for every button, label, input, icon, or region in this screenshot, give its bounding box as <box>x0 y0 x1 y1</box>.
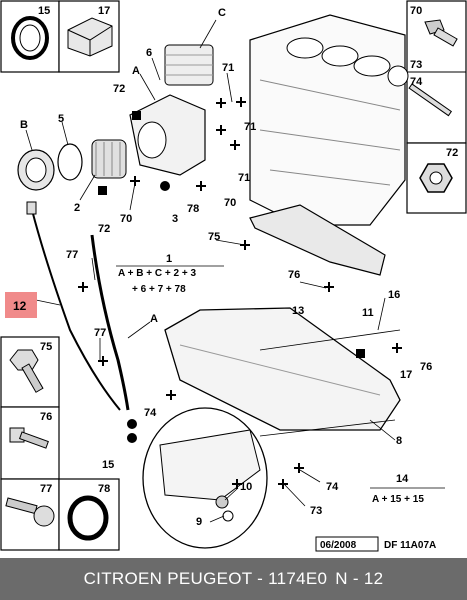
formula-14: A + 15 + 15 <box>372 494 424 505</box>
part-box-72[interactable]: 72 <box>406 142 467 214</box>
callout-11: 11 <box>362 307 374 319</box>
part-box-76[interactable]: 76 <box>0 406 60 480</box>
callout-73-b: 73 <box>310 505 322 517</box>
oil-sump[interactable] <box>164 307 401 431</box>
callout-77-b: 77 <box>94 327 106 339</box>
drawing-stamp: 06/2008 DF 11A07A <box>315 536 436 552</box>
part-box-75[interactable]: 75 <box>0 336 60 408</box>
callout-76-a: 76 <box>288 269 300 281</box>
stamp-date: 06/2008 <box>320 540 357 551</box>
callout-74-b: 74 <box>326 481 339 493</box>
caption-bar: CITROEN PEUGEOT - 1174E0 N - 12 <box>0 558 467 600</box>
engine-block[interactable] <box>249 14 409 226</box>
callout-17: 17 <box>98 5 110 17</box>
caption-code: N - 12 <box>335 569 384 588</box>
dipstick[interactable] <box>26 201 121 411</box>
drain-plug-detail <box>142 407 268 549</box>
callout-74: 74 <box>410 76 423 88</box>
callout-72-a: 72 <box>113 83 125 95</box>
callout-2: 2 <box>74 202 80 214</box>
callout-75-box: 75 <box>40 341 52 353</box>
seal-ring-5[interactable] <box>57 143 83 181</box>
callout-72-box: 72 <box>446 147 458 159</box>
formula-1-line1: A + B + C + 2 + 3 <box>118 268 196 279</box>
callout-78-box: 78 <box>98 483 110 495</box>
highlight-12[interactable] <box>5 292 37 318</box>
callout-13: 13 <box>292 305 304 317</box>
callout-73: 73 <box>410 59 422 71</box>
callout-70-b: 70 <box>224 197 236 209</box>
callout-10: 10 <box>240 481 252 493</box>
callout-5: 5 <box>58 113 64 125</box>
callout-71-a: 71 <box>222 62 234 74</box>
callout-A-mid: A <box>150 313 158 325</box>
leader-lines <box>25 19 401 523</box>
formula-1-line2: + 6 + 7 + 78 <box>132 284 186 295</box>
part-box-17[interactable]: 17 <box>58 0 120 73</box>
oil-filter-element[interactable] <box>91 139 127 179</box>
callout-9: 9 <box>196 516 202 528</box>
marker-squares <box>98 111 365 443</box>
callout-71-c: 71 <box>238 172 250 184</box>
callout-6: 6 <box>146 47 152 59</box>
callout-75-a: 75 <box>208 231 220 243</box>
callout-76-box: 76 <box>40 411 52 423</box>
callout-15: 15 <box>38 5 50 17</box>
callout-16: 16 <box>388 289 400 301</box>
caption-brand: CITROEN PEUGEOT - 1174E0 <box>83 569 328 588</box>
callout-14: 14 <box>396 473 409 485</box>
part-box-15[interactable]: 15 <box>0 0 60 73</box>
callout-8: 8 <box>396 435 402 447</box>
callout-C: C <box>218 7 226 19</box>
callout-78: 78 <box>187 203 199 215</box>
callout-77-box: 77 <box>40 483 52 495</box>
callout-A-top: A <box>132 65 140 77</box>
callout-12: 12 <box>13 299 27 313</box>
parts-diagram: 15 17 70 73 74 72 <box>0 0 467 552</box>
callout-74-a: 74 <box>144 407 157 419</box>
callout-15-b: 15 <box>102 459 114 471</box>
callout-76-b: 76 <box>420 361 432 373</box>
callout-77-a: 77 <box>66 249 78 261</box>
part-box-77[interactable]: 77 <box>0 478 60 551</box>
callout-70: 70 <box>410 5 422 17</box>
stamp-ref: DF 11A07A <box>384 540 436 551</box>
plus-markers <box>78 97 402 489</box>
part-box-78[interactable]: 78 <box>58 478 120 551</box>
filter-cap[interactable] <box>17 149 55 191</box>
oil-filter-housing[interactable] <box>129 44 214 176</box>
callout-71-b: 71 <box>244 121 256 133</box>
callout-17-b: 17 <box>400 369 412 381</box>
baffle-plate[interactable] <box>249 204 386 276</box>
callout-3: 3 <box>172 213 178 225</box>
part-box-70-73-74[interactable]: 70 73 74 <box>406 0 467 144</box>
callout-70-a: 70 <box>120 213 132 225</box>
callout-B: B <box>20 119 28 131</box>
callout-72-b: 72 <box>98 223 110 235</box>
dipstick-tube[interactable] <box>90 234 130 411</box>
callout-1: 1 <box>166 253 172 265</box>
